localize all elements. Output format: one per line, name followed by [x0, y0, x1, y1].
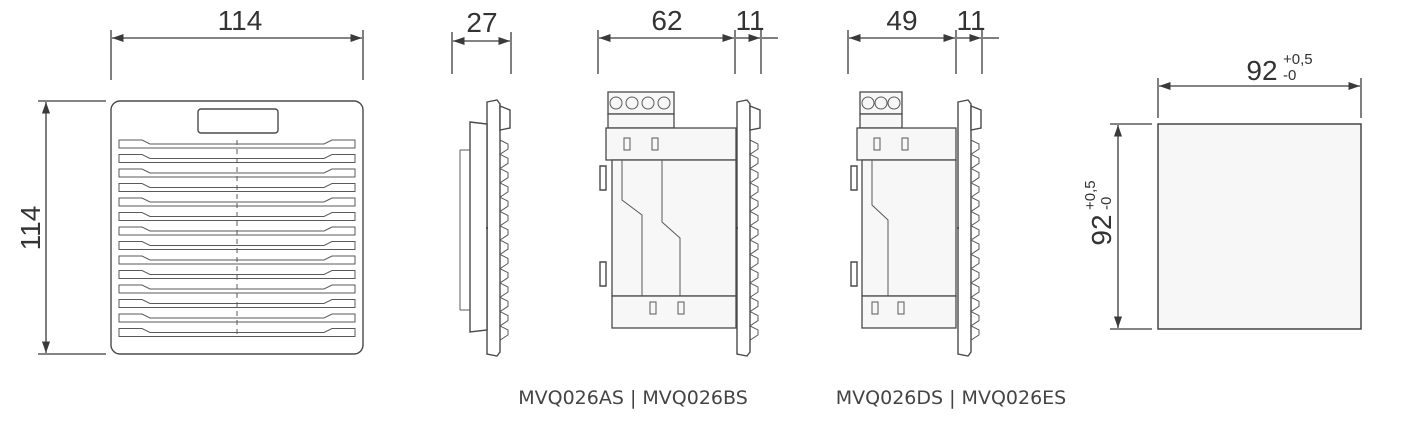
louver-slat — [118, 226, 356, 236]
louver-slat — [118, 328, 356, 337]
front-height-label: 114 — [15, 206, 46, 251]
side-view: 27 — [451, 7, 512, 357]
dses-grille-frame — [957, 99, 972, 357]
louver-slat — [118, 255, 356, 265]
dses-depth-label: 49 — [886, 5, 917, 36]
front-width-label: 114 — [218, 5, 263, 36]
louver-slat — [118, 154, 356, 163]
cutout-height-tol-upper: +0,5 — [1082, 180, 1099, 210]
louver-slat — [118, 270, 356, 279]
asbs-terminal-block — [607, 91, 675, 115]
side-depth-dimension: 27 — [451, 7, 512, 74]
cutout-width-label: 92 — [1246, 55, 1277, 86]
asbs-depth-dimension: 62 — [597, 5, 736, 74]
grille-tooth-edge — [499, 139, 509, 341]
louver-slat — [118, 241, 356, 250]
dses-teeth — [957, 139, 980, 341]
dses-motor-body — [861, 159, 957, 297]
side-body — [469, 121, 488, 333]
front-louvers — [118, 139, 356, 337]
asbs-upper-housing — [605, 127, 737, 161]
side-clip-top — [499, 104, 511, 131]
dses-depth-dimension: 49 — [847, 5, 957, 74]
asbs-offset-label: 11 — [735, 5, 764, 36]
filter-view-as-bs: 62 11 MVQ026AS | MVQ026BS — [518, 5, 778, 409]
dses-lower-housing — [861, 295, 957, 329]
louver-slat — [118, 212, 356, 221]
dses-offset-label: 11 — [956, 5, 985, 36]
louver-slat — [118, 168, 356, 178]
asbs-lower-housing — [611, 295, 737, 329]
louver-slat — [118, 299, 356, 308]
asbs-motor-body — [611, 159, 737, 297]
cutout-width-tol-lower: -0 — [1283, 67, 1296, 84]
cutout-height-label: 92 — [1086, 214, 1117, 245]
louver-slat — [118, 139, 356, 149]
cutout-width-tol-upper: +0,5 — [1283, 51, 1313, 68]
side-frame — [486, 99, 501, 357]
front-grille-frame — [110, 100, 364, 355]
front-label-window — [197, 108, 279, 134]
grille-tooth-edge — [970, 139, 980, 341]
asbs-offset-dimension: 11 — [735, 5, 778, 74]
asbs-depth-label: 62 — [651, 5, 682, 36]
cutout-width-dimension: 92 +0,5 -0 — [1157, 51, 1362, 118]
front-width-dimension: 114 — [110, 5, 364, 80]
front-height-dimension: 114 — [15, 100, 106, 355]
louver-slat — [118, 313, 356, 323]
asbs-caption: MVQ026AS | MVQ026BS — [518, 387, 748, 409]
filter-view-ds-es: 49 11 MVQ026DS | MVQ026ES — [836, 5, 1066, 409]
louver-slat — [118, 183, 356, 192]
front-view: 114 114 — [15, 5, 364, 355]
dses-caption: MVQ026DS | MVQ026ES — [836, 387, 1066, 409]
side-teeth — [486, 139, 509, 341]
asbs-teeth — [736, 139, 759, 341]
asbs-grille-frame — [736, 99, 751, 357]
louver-slat — [118, 197, 356, 207]
dses-terminal-block — [859, 91, 903, 115]
cutout-square — [1157, 123, 1362, 330]
grille-tooth-edge — [749, 139, 759, 341]
cutout-height-tol-lower: -0 — [1098, 197, 1115, 210]
cutout-height-dimension: 92 +0,5 -0 — [1082, 123, 1152, 330]
dses-offset-dimension: 11 — [956, 5, 999, 74]
dses-upper-housing — [856, 127, 957, 161]
louver-slat — [118, 284, 356, 294]
cutout-view: 92 +0,5 -0 92 +0,5 -0 — [1082, 51, 1362, 330]
side-depth-label: 27 — [466, 7, 497, 38]
